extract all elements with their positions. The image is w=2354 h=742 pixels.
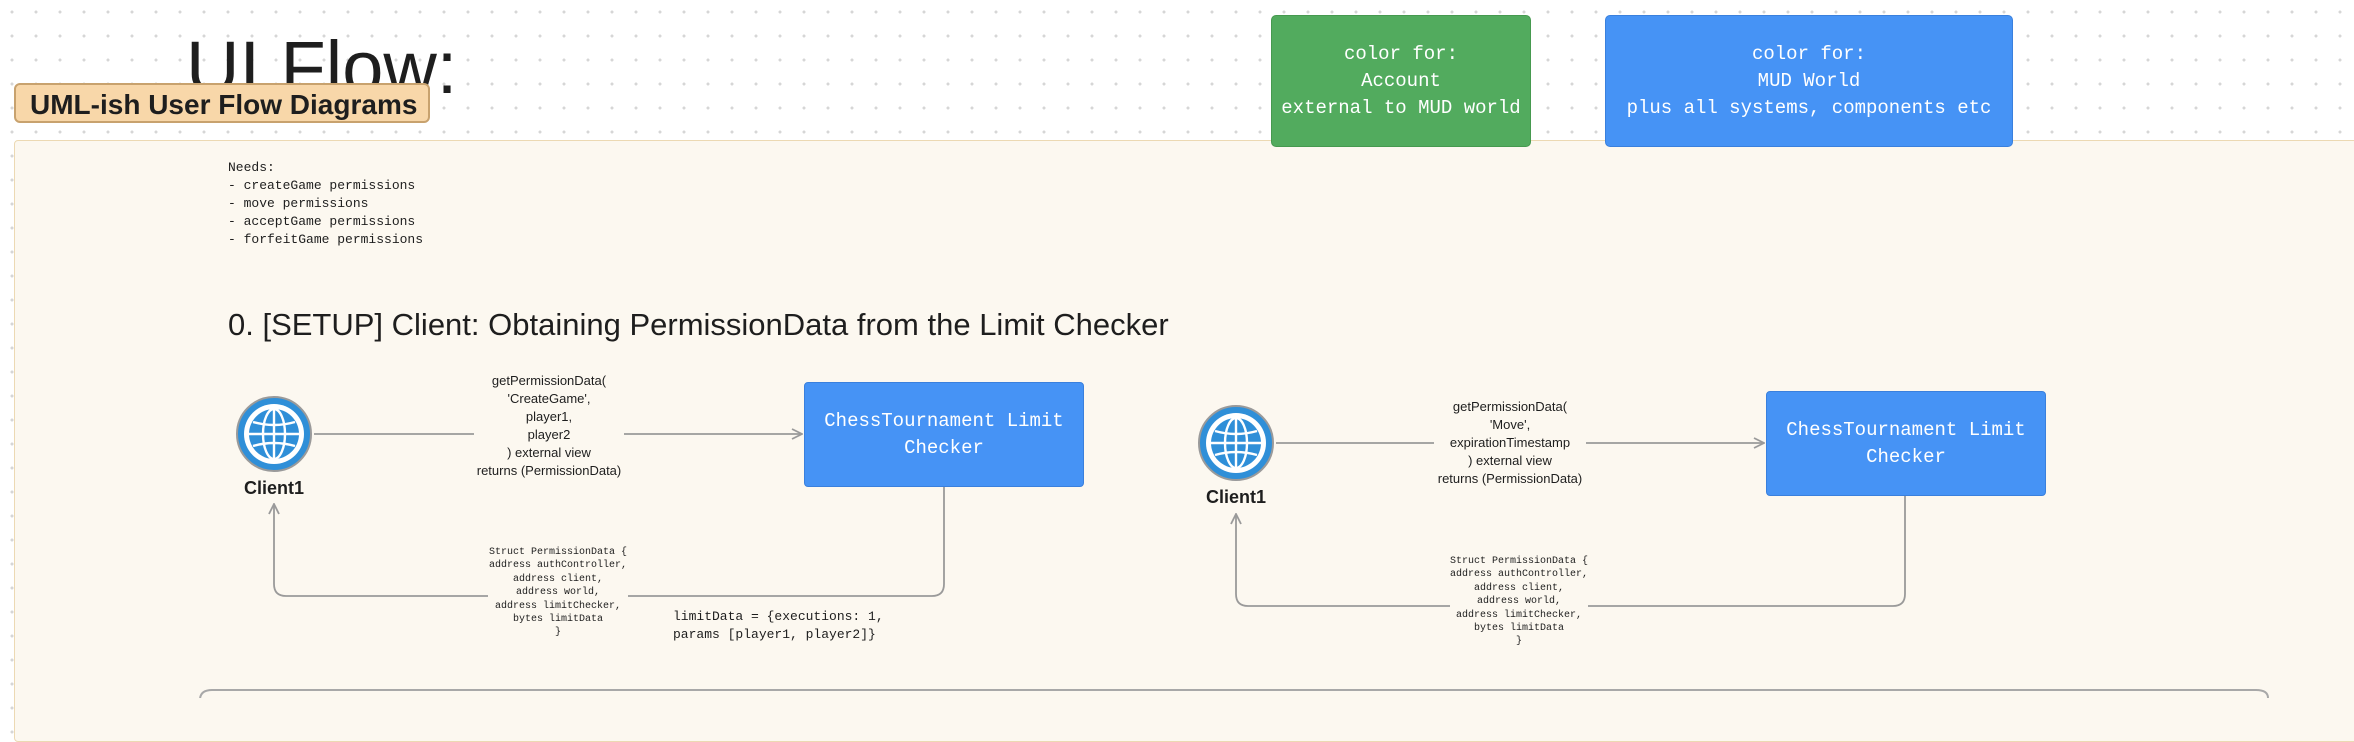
flow-1-return-line-right[interactable] xyxy=(628,486,945,597)
section-heading[interactable]: 0. [SETUP] Client: Obtaining PermissionD… xyxy=(228,307,1169,342)
flow-1-return-arrow[interactable] xyxy=(274,504,488,597)
flow-2-connectors xyxy=(1236,443,1906,607)
next-frame-outline xyxy=(199,689,2269,698)
client-label[interactable]: Client1 xyxy=(1205,487,1266,507)
flow-1-connectors xyxy=(274,434,945,597)
call-label[interactable]: getPermissionData( 'Move', expirationTim… xyxy=(1437,399,1583,486)
legend-mud-world-box[interactable]: color for: MUD World plus all systems, c… xyxy=(1605,15,2013,147)
globe-icon[interactable] xyxy=(236,396,312,472)
client-label[interactable]: Client1 xyxy=(243,478,304,498)
limit-checker-box[interactable]: ChessTournament Limit Checker xyxy=(804,382,1084,487)
flow-2-return-line-right[interactable] xyxy=(1588,495,1906,607)
struct-label[interactable]: Struct PermissionData { address authCont… xyxy=(488,547,628,639)
frame-label[interactable]: UML-ish User Flow Diagrams xyxy=(14,83,430,123)
needs-note[interactable]: Needs: - createGame permissions - move p… xyxy=(228,160,424,247)
limit-data-label[interactable]: limitData = {executions: 1, params [play… xyxy=(673,609,884,642)
legend-account-box[interactable]: color for: Account external to MUD world xyxy=(1271,15,1531,147)
diagram-connectors xyxy=(199,396,2269,698)
limit-checker-box[interactable]: ChessTournament Limit Checker xyxy=(1766,391,2046,496)
struct-label[interactable]: Struct PermissionData { address authCont… xyxy=(1450,556,1589,648)
globe-icon[interactable] xyxy=(1198,405,1274,481)
flow-2-return-arrow[interactable] xyxy=(1236,514,1450,607)
call-label[interactable]: getPermissionData( 'CreateGame', player1… xyxy=(476,373,622,478)
